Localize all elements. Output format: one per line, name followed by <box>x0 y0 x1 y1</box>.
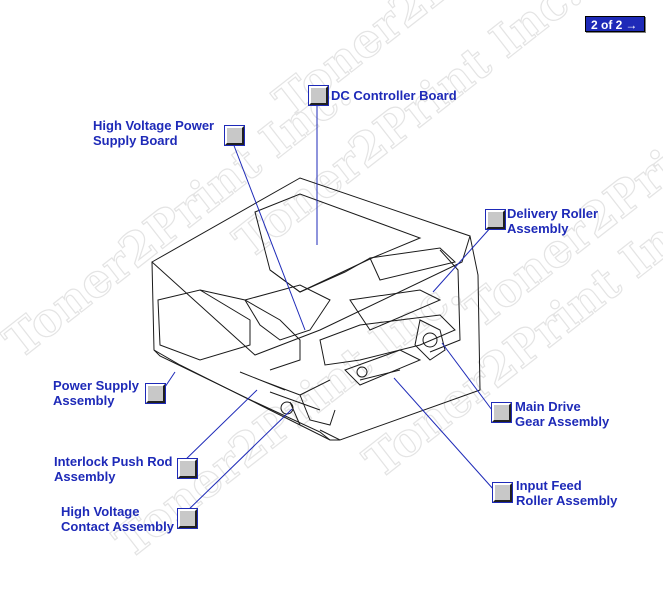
callout-label: Assembly <box>53 393 115 408</box>
internal-guide <box>319 314 456 366</box>
cover-recess <box>269 257 371 293</box>
leader-power-supply <box>162 371 176 391</box>
leader-interlock <box>179 389 258 466</box>
leader-delivery-roller <box>432 225 493 293</box>
callout-delivery-roller[interactable]: Delivery Roller Assembly <box>507 206 598 236</box>
leader-main-drive <box>441 342 493 411</box>
interlock-button[interactable] <box>178 459 197 478</box>
arrow-right-icon: → <box>625 18 638 32</box>
callout-label: Input Feed <box>516 478 582 493</box>
hv-power-supply-button[interactable] <box>225 126 244 145</box>
callout-label: Assembly <box>507 221 569 236</box>
callout-label: DC Controller Board <box>331 88 457 103</box>
callout-label: Supply Board <box>93 133 178 148</box>
gear-circle <box>422 332 438 348</box>
callout-label: Power Supply <box>53 378 139 393</box>
leader-input-feed <box>393 377 495 491</box>
internal-frame-left <box>199 289 301 371</box>
callout-label: Interlock Push Rod <box>54 454 173 469</box>
callout-label: High Voltage Power <box>93 118 215 133</box>
internal-roller-a <box>349 289 442 331</box>
callout-power-supply[interactable]: Power Supply Assembly <box>53 378 139 408</box>
callout-main-drive[interactable]: Main Drive Gear Assembly <box>515 399 609 429</box>
top-cover-outline <box>151 177 471 356</box>
callout-hv-contact[interactable]: High Voltage Contact Assembly <box>61 504 174 534</box>
internal-hv-board <box>244 284 331 341</box>
callout-input-feed[interactable]: Input Feed Roller Assembly <box>516 478 617 508</box>
callout-label: Roller Assembly <box>516 493 618 508</box>
pager-label: 2 of 2 <box>591 18 623 32</box>
callout-label: Gear Assembly <box>515 414 610 429</box>
callout-label: Assembly <box>54 469 116 484</box>
callout-label: Contact Assembly <box>61 519 174 534</box>
internal-bracket <box>289 394 336 426</box>
main-drive-button[interactable] <box>492 403 511 422</box>
input-feed-button[interactable] <box>493 483 512 502</box>
hv-contact-button[interactable] <box>178 509 197 528</box>
roller-end <box>356 366 368 378</box>
internal-gear-train <box>414 319 446 361</box>
internal-shafts <box>239 369 401 411</box>
leader-hv-contact <box>181 408 293 517</box>
callout-label: Main Drive <box>515 399 581 414</box>
internal-roller-b <box>344 349 422 386</box>
leader-hv-power-supply <box>232 142 306 331</box>
right-inner-frame <box>429 249 461 353</box>
dc-controller-button[interactable] <box>309 86 328 105</box>
callout-dc-controller[interactable]: DC Controller Board <box>331 88 457 103</box>
right-side-panel <box>319 235 481 441</box>
page-next-button[interactable]: 2 of 2→ <box>585 16 645 32</box>
callout-label: High Voltage <box>61 504 140 519</box>
base-plate <box>153 349 331 441</box>
callout-hv-power-supply[interactable]: High Voltage Power Supply Board <box>93 118 214 148</box>
callout-label: Delivery Roller <box>507 206 599 221</box>
callout-interlock[interactable]: Interlock Push Rod Assembly <box>54 454 172 484</box>
power-supply-button[interactable] <box>146 384 165 403</box>
delivery-area <box>369 247 457 281</box>
delivery-roller-button[interactable] <box>486 210 505 229</box>
